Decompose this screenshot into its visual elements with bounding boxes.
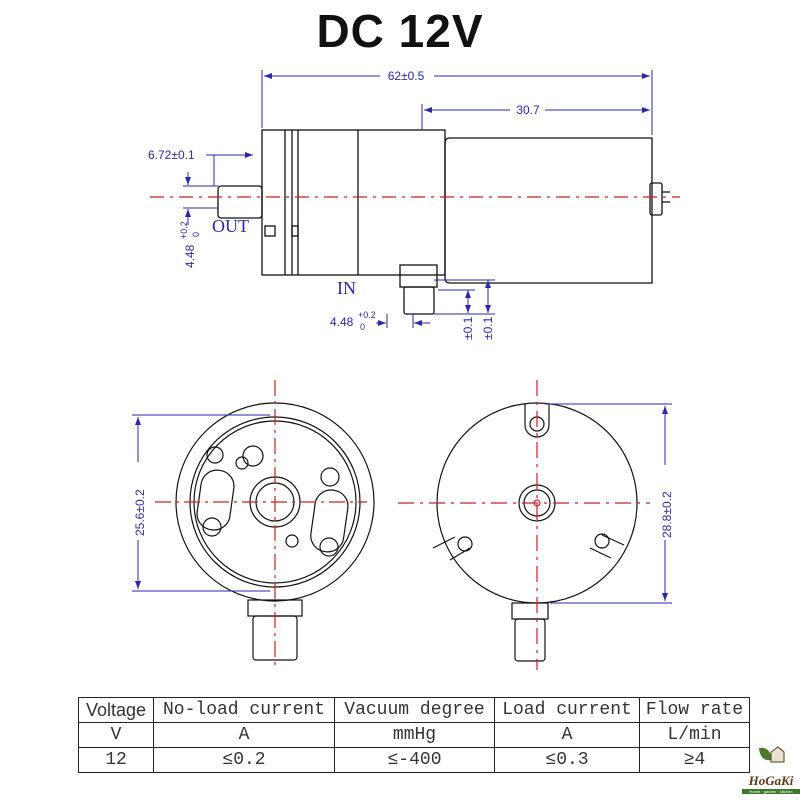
side-view-dimensions	[183, 70, 653, 328]
dim-motor: 30.7	[516, 103, 540, 117]
spec-table: Voltage No-load current Vacuum degree Lo…	[78, 697, 750, 773]
front-view	[155, 380, 375, 670]
svg-text:+0.2: +0.2	[358, 310, 376, 320]
brand-logo: HoGaKi Home · garden · kitchen	[742, 744, 800, 794]
motor-terminal	[649, 182, 663, 216]
svg-text:+0.2: +0.2	[179, 221, 189, 239]
svg-text:0: 0	[191, 232, 201, 237]
svg-text:4.48: 4.48	[183, 244, 197, 268]
table-cell: ≤0.3	[494, 747, 640, 773]
table-cell: A	[494, 722, 640, 748]
table-cell: Voltage	[78, 697, 154, 723]
table-cell: No-load current	[153, 697, 335, 723]
table-cell: ≤-400	[334, 747, 495, 773]
outlet-nozzle	[217, 185, 263, 219]
table-cell: Vacuum degree	[334, 697, 495, 723]
svg-text:0: 0	[360, 322, 365, 332]
dim-total: 62±0.5	[388, 69, 425, 83]
label-in: IN	[337, 278, 356, 298]
table-cell: A	[153, 722, 335, 748]
table-cell: ≥4	[639, 747, 750, 773]
rear-view	[398, 380, 650, 670]
motor-body	[444, 137, 653, 284]
dim-inlet-dia: 4.48 +0.2 0	[330, 310, 376, 332]
rear-view-dimension	[545, 403, 672, 604]
svg-text:4.48: 4.48	[330, 315, 354, 329]
inlet-base	[399, 264, 438, 288]
front-view-dimension	[132, 414, 270, 592]
dim-outlet-offset: 6.72±0.1	[148, 148, 195, 162]
table-cell: 12	[78, 747, 154, 773]
dim-front: 25.6±0.2	[133, 489, 147, 536]
dim-rear: 28.8±0.2	[660, 491, 674, 538]
inlet-nozzle	[403, 286, 435, 315]
leaf-house-icon	[759, 746, 785, 763]
dim-outlet-dia: 4.48 +0.2 0	[179, 221, 201, 268]
dim-tol-2: ±0.1	[481, 316, 495, 340]
table-cell: V	[78, 722, 154, 748]
table-cell: mmHg	[334, 722, 495, 748]
table-cell: ≤0.2	[153, 747, 335, 773]
table-row-values: 12 ≤0.2 ≤-400 ≤0.3 ≥4	[78, 747, 750, 773]
pump-head	[261, 129, 446, 276]
table-cell: Load current	[494, 697, 640, 723]
table-row-units: V A mmHg A L/min	[78, 722, 750, 748]
page-title: DC 12V	[316, 5, 484, 57]
table-cell: L/min	[639, 722, 750, 748]
table-cell: Flow rate	[639, 697, 750, 723]
table-row-headers: Voltage No-load current Vacuum degree Lo…	[78, 697, 750, 723]
side-view	[150, 129, 680, 315]
dim-tol-1: ±0.1	[461, 316, 475, 340]
label-out: OUT	[212, 216, 249, 236]
